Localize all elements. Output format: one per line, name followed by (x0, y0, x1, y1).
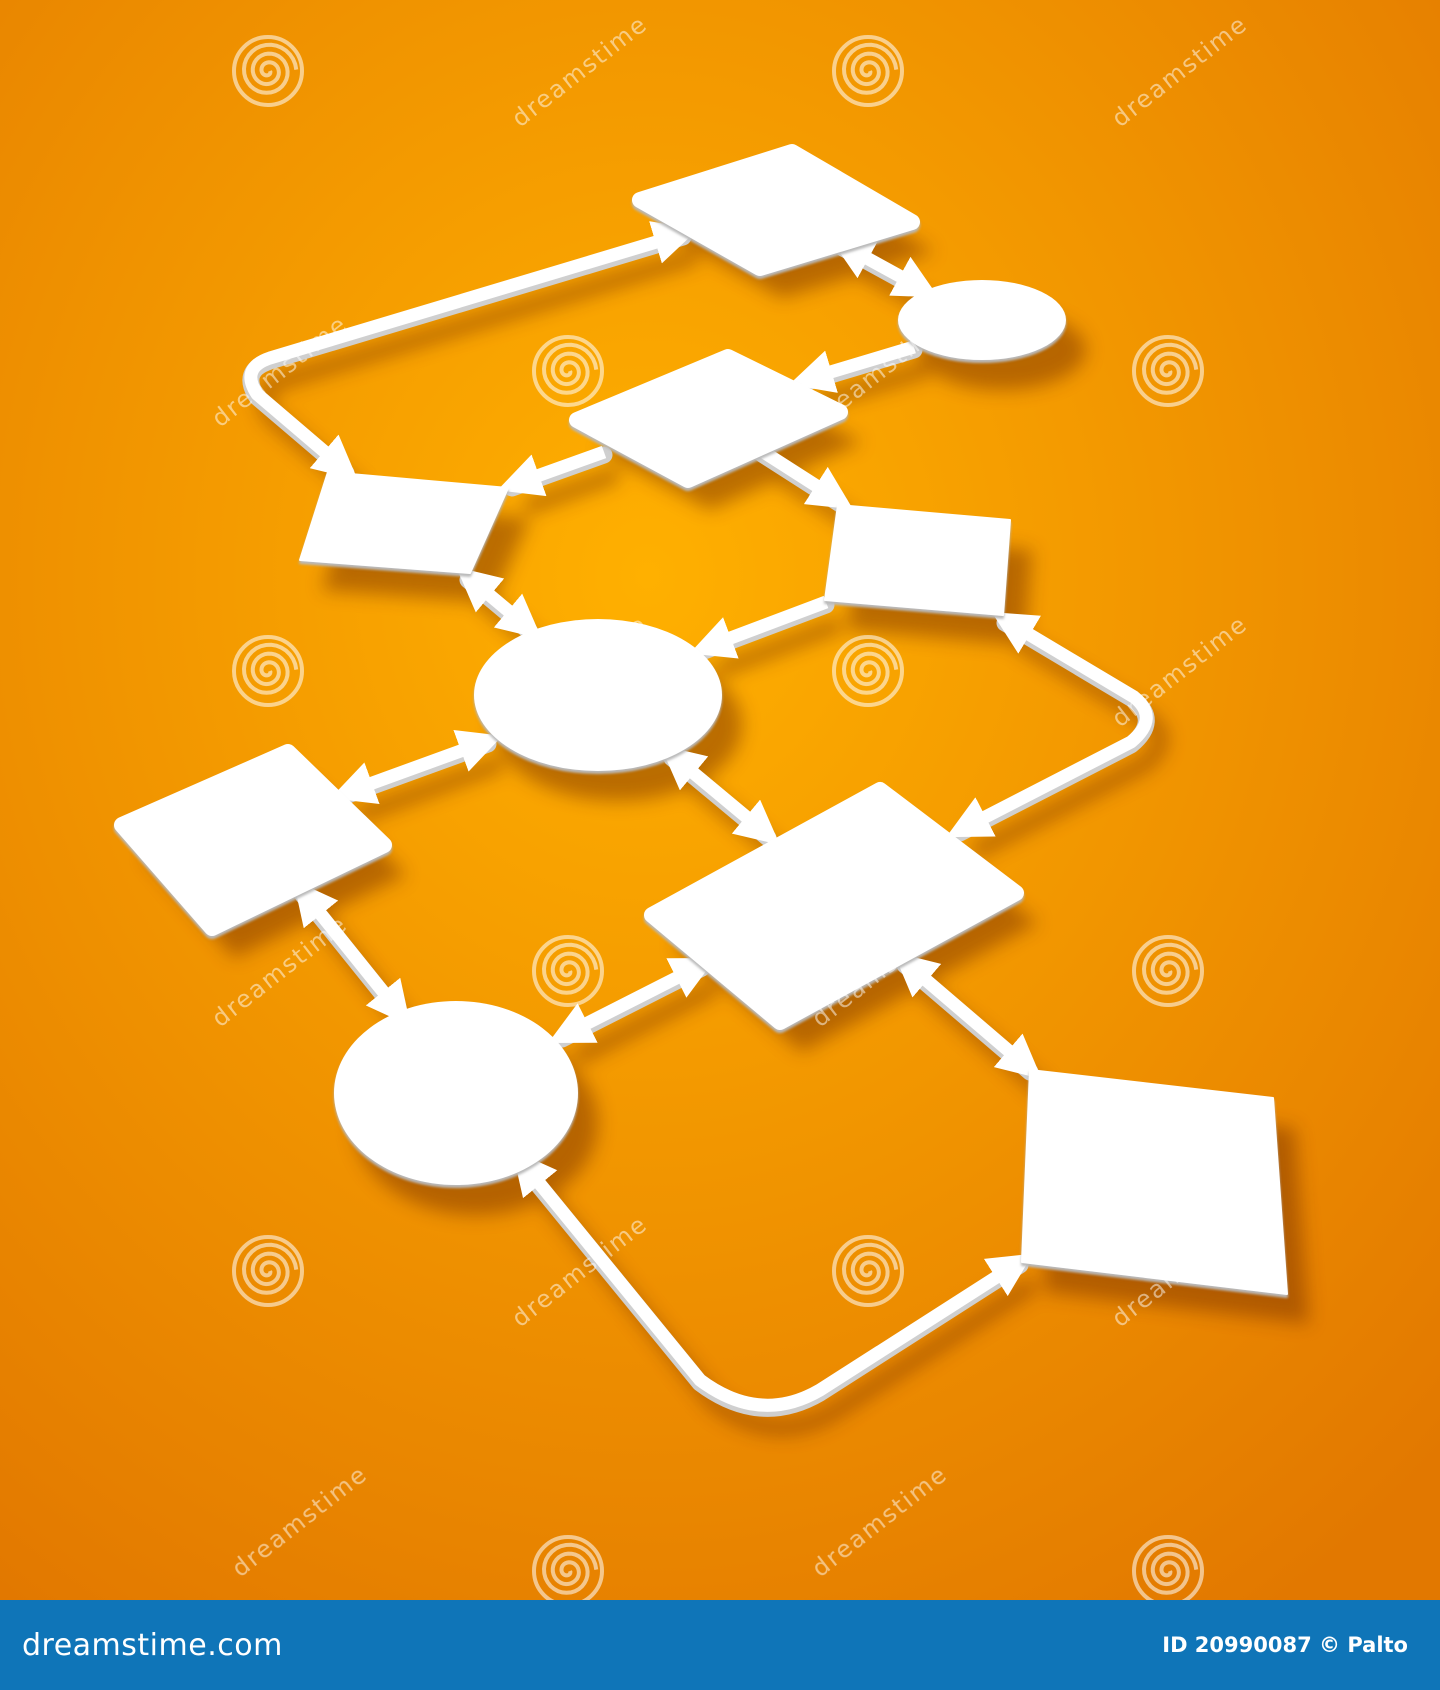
spiral-logo-icon (532, 1535, 604, 1600)
spiral-logo-icon (1132, 935, 1204, 1007)
flowchart-node-rounded-rectangle-n1 (632, 144, 920, 276)
image-credit: ID 20990087 © Palto (1162, 1633, 1408, 1657)
arrow-connector-n7-n9 (293, 879, 411, 1027)
spiral-logo-icon (832, 35, 904, 107)
spiral-logo-icon (232, 1235, 304, 1307)
arrow-connector-n8-n10 (893, 951, 1042, 1080)
connector-shadow (715, 616, 843, 678)
arrow-connector-n1-n2 (829, 237, 939, 298)
flowchart-node-rectangle-n4 (299, 471, 509, 574)
arrow-connector-n5-n6 (689, 595, 829, 659)
spiral-logo-icon (1132, 1535, 1204, 1600)
node-layer (114, 144, 1288, 1295)
arrow-connector-n6-n7 (330, 730, 503, 804)
arrow-connector-n4-n6 (456, 567, 542, 639)
flowchart-node-ellipse-n6 (474, 619, 722, 771)
arrow-connector-n8-n9 (548, 958, 716, 1043)
arrow-connector-n3-n4 (497, 445, 607, 497)
spiral-logo-icon (832, 1235, 904, 1307)
flowchart-node-ellipse-n9 (334, 1001, 578, 1185)
flowchart-node-rectangle-n10 (1021, 1069, 1288, 1295)
site-name[interactable]: dreamstime.com (22, 1627, 283, 1663)
flowchart-node-rounded-rectangle-n7 (114, 744, 392, 936)
connector-shadow (530, 1179, 1039, 1435)
flowchart-node-rounded-rectangle-n3 (569, 349, 848, 488)
arrow-connector-n6-n8 (660, 745, 780, 845)
spiral-logo-icon (232, 635, 304, 707)
arrow-connector-n1-n4 (244, 221, 698, 481)
spiral-logo-icon (532, 935, 604, 1007)
spiral-logo-icon (532, 335, 604, 407)
flowchart-node-rectangle-n5 (824, 504, 1011, 616)
spiral-logo-icon (832, 635, 904, 707)
spiral-logo-icon (232, 35, 304, 107)
spiral-logo-icon (1132, 335, 1204, 407)
arrow-connector-n5-n8 (946, 612, 1153, 838)
connector-shadow (815, 361, 931, 410)
footer-bar: dreamstime.com ID 20990087 © Palto (0, 1600, 1440, 1690)
arrow-connector-n2-n3 (789, 340, 916, 393)
arrow-connector-n3-n5 (758, 445, 854, 510)
connector-layer (242, 221, 1155, 1417)
arrow-connector-n9-n10 (512, 1150, 1034, 1412)
flowchart-node-ellipse-n2 (898, 280, 1066, 360)
flowchart-node-rounded-rectangle-n8 (644, 782, 1024, 1030)
